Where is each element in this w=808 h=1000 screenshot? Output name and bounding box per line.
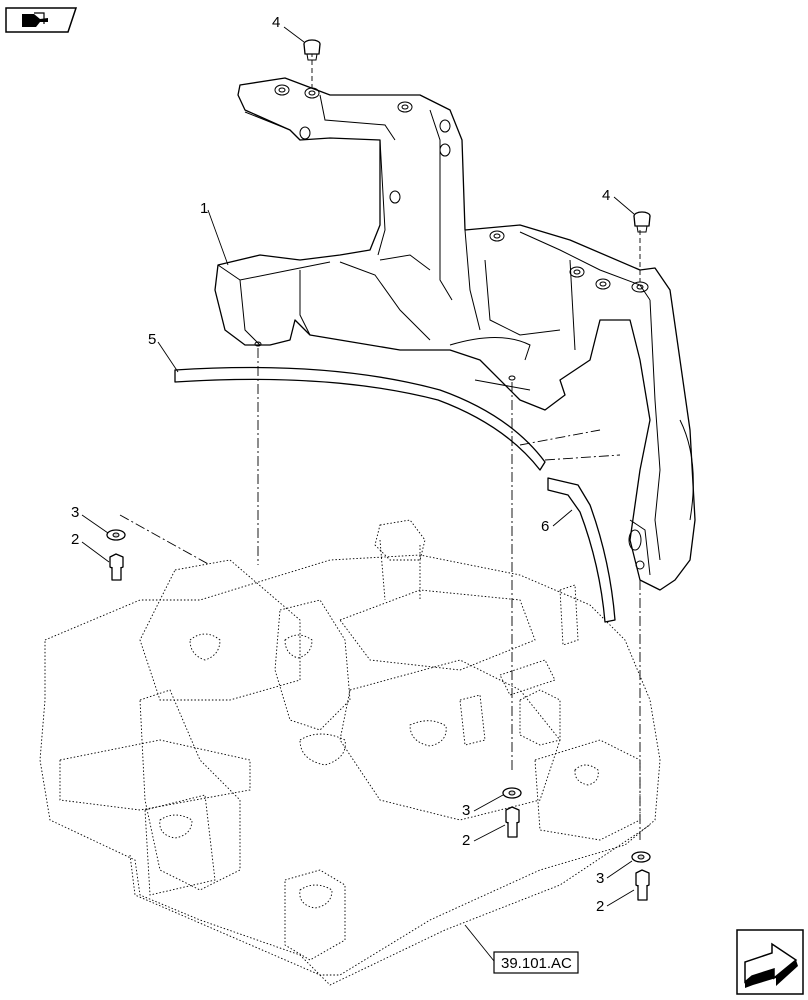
reference-label: 39.101.AC — [501, 955, 572, 972]
reference-box[interactable]: 39.101.AC — [493, 951, 579, 974]
bolt-4-top — [303, 39, 321, 61]
callout-2-left: 2 — [71, 531, 79, 548]
washer-3-left — [106, 529, 126, 541]
nav-back-button[interactable] — [5, 7, 78, 33]
boss-holes — [254, 84, 649, 570]
centerlines — [119, 52, 641, 840]
callout-6: 6 — [541, 518, 549, 535]
back-arrow-icon — [22, 12, 48, 27]
callout-1: 1 — [200, 200, 208, 217]
next-arrow-icon — [744, 942, 798, 988]
washer-3-mid — [502, 787, 522, 799]
callout-4-top: 4 — [272, 14, 280, 31]
bolt-4-right — [633, 211, 651, 233]
seal-strip-6 — [547, 477, 616, 623]
callout-labels: 4 4 1 5 6 3 2 3 2 3 2 — [71, 14, 610, 915]
nav-next-button[interactable] — [736, 929, 804, 995]
washer-3-right — [631, 851, 651, 863]
hex-bolt-2-right — [635, 869, 650, 901]
base-frame — [39, 519, 661, 986]
callout-2-mid: 2 — [462, 832, 470, 849]
seal-strip-5 — [174, 366, 546, 471]
counterweight-body — [214, 77, 696, 591]
callout-3-left: 3 — [71, 504, 79, 521]
leader-lines — [81, 26, 635, 962]
hex-bolt-2-mid — [505, 806, 520, 838]
callout-2-right: 2 — [596, 898, 604, 915]
callout-4-right: 4 — [602, 187, 610, 204]
callout-3-right: 3 — [596, 870, 604, 887]
hex-bolt-2-left — [109, 553, 124, 581]
callout-5: 5 — [148, 331, 156, 348]
callout-3-mid: 3 — [462, 802, 470, 819]
